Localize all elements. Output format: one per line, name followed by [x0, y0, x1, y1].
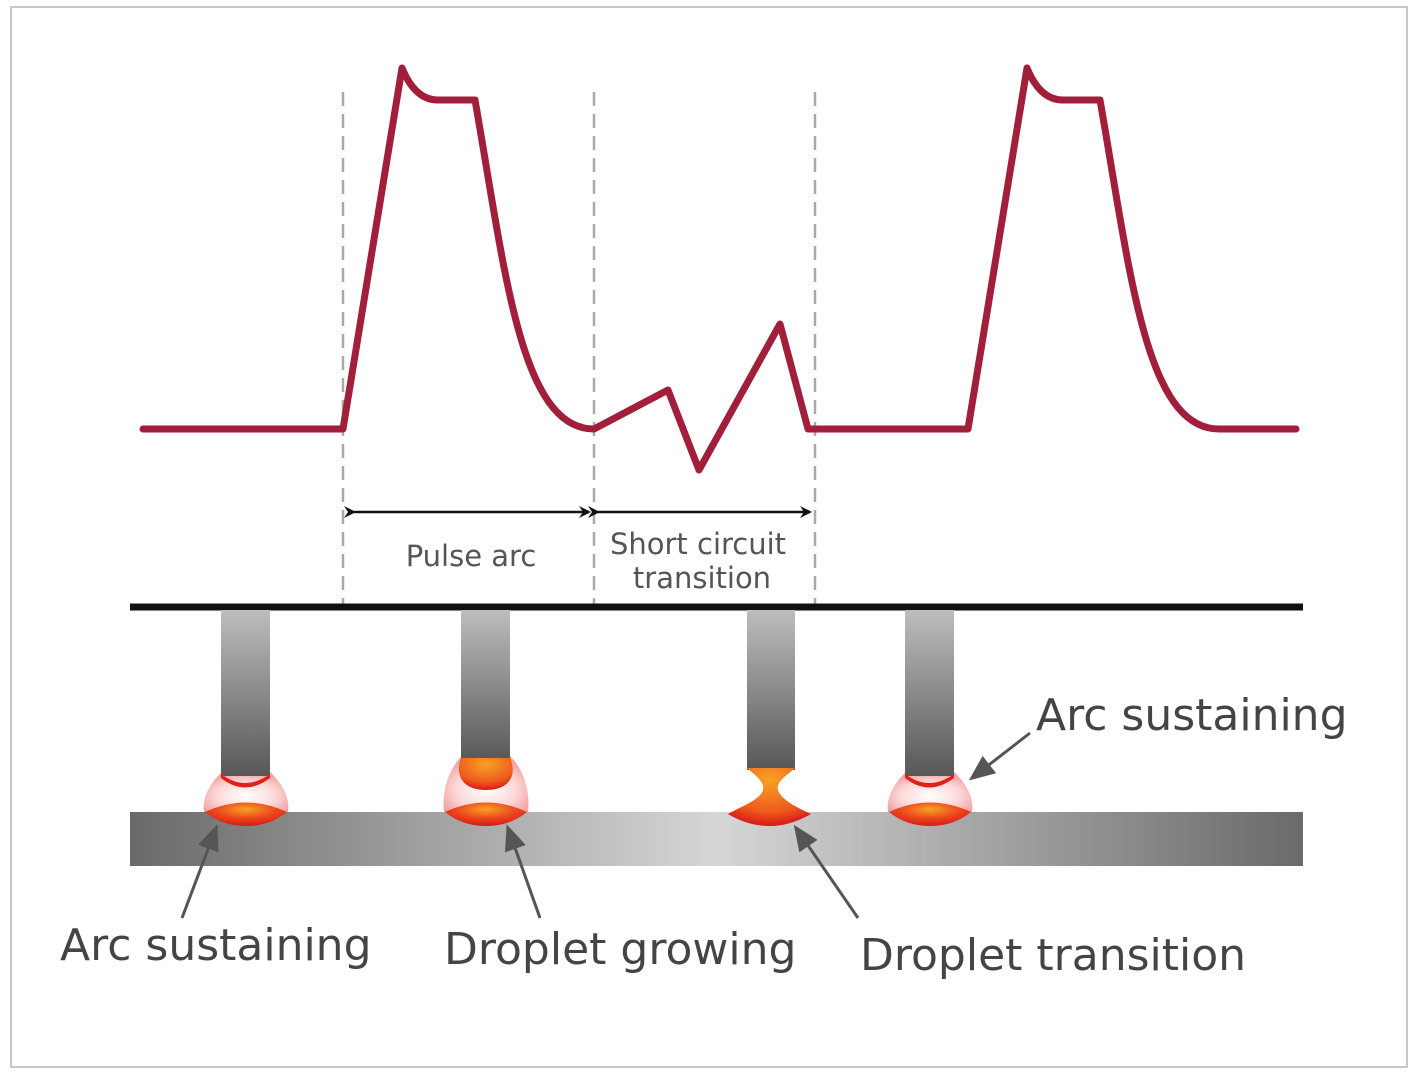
diagram-frame [10, 6, 1408, 1068]
pointer-droplet-transition [793, 824, 860, 919]
dashed-guides [341, 92, 817, 605]
electrode-droplet-transition [728, 610, 811, 826]
arc-sustaining-right-label: Arc sustaining [1036, 690, 1348, 741]
electrode-droplet-growing [443, 610, 529, 826]
pointer-droplet-growing [505, 824, 542, 919]
base-plate [130, 812, 1303, 866]
pointer-arc-sustaining-left [180, 824, 219, 919]
electrode-arc-sustaining-left [203, 610, 289, 826]
short-circuit-label: Short circuit [610, 527, 786, 561]
current-waveform [139, 64, 1300, 474]
droplet-growing-label: Droplet growing [444, 924, 796, 975]
pointer-arc-sustaining-right [968, 731, 1031, 781]
electrode-arc-sustaining-right [887, 610, 973, 826]
arc-sustaining-left-label: Arc sustaining [60, 920, 372, 971]
pulse-arc-label: Pulse arc [406, 539, 537, 573]
transition-label: transition [633, 561, 771, 595]
droplet-transition-label: Droplet transition [860, 930, 1246, 981]
pointer-arrows [180, 731, 1031, 919]
